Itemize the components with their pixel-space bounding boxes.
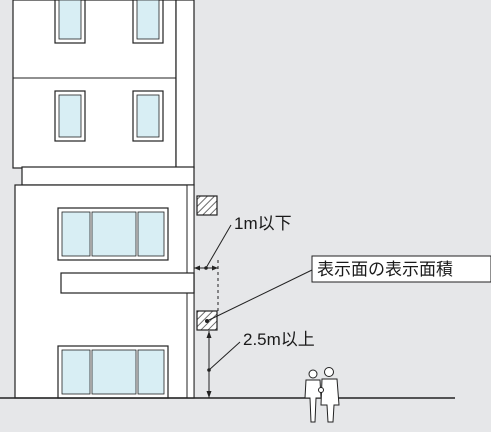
leader-line-height <box>208 341 241 371</box>
display-area-leader <box>205 255 491 323</box>
label-max-distance: 1m以下 <box>234 214 292 233</box>
leader-line-1m <box>205 224 232 269</box>
window-glass <box>58 0 82 40</box>
arrow-left <box>194 265 200 271</box>
label-min-height: 2.5m以上 <box>243 330 315 349</box>
height-dimension <box>206 331 241 398</box>
arrow-up <box>206 331 212 338</box>
windows <box>54 0 169 399</box>
distance-dimension <box>194 224 232 311</box>
label-display-area: 表示面の表示面積 <box>317 260 453 279</box>
people-icon <box>304 367 340 423</box>
upper-wall-side <box>175 0 195 169</box>
canopy-lower <box>60 272 195 294</box>
building <box>12 0 195 399</box>
sign-upper-hatched <box>196 195 218 216</box>
window-glass <box>136 0 160 40</box>
arrow-right <box>212 265 218 271</box>
leader-line-area <box>206 269 313 322</box>
window-glass <box>58 94 82 138</box>
window-glass <box>61 211 91 257</box>
canopy-upper <box>21 166 195 186</box>
window-glass <box>136 94 160 138</box>
window-glass <box>91 211 137 257</box>
window-glass <box>137 211 165 257</box>
arrow-down <box>206 391 212 398</box>
display-area-label-box <box>311 255 491 283</box>
window-glass <box>61 349 91 395</box>
window-glass <box>91 349 137 395</box>
window-glass <box>137 349 165 395</box>
